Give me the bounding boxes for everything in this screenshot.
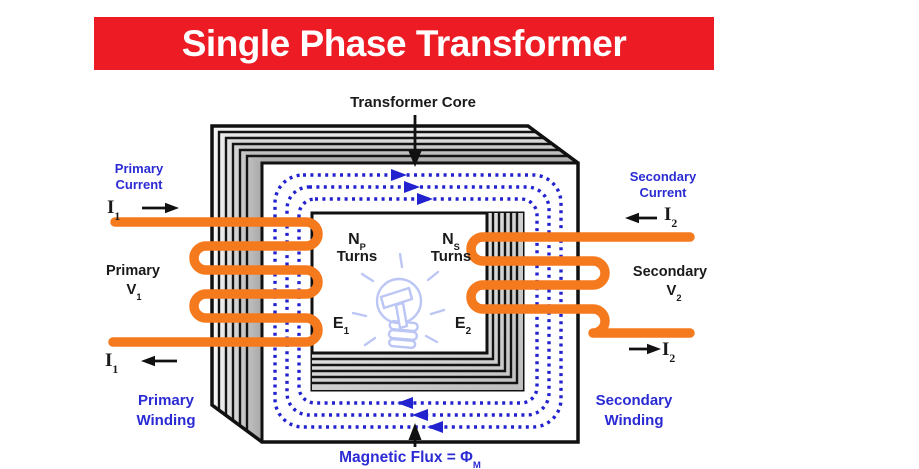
primary-winding-coil (108, 217, 323, 347)
core-outline (210, 124, 580, 444)
secondary-winding-label: Secondary Winding (595, 392, 673, 429)
bulb-gavel-handle (394, 301, 409, 330)
primary-emf-label: E1 (332, 315, 350, 338)
i1-top-symbol: I1 (107, 197, 121, 224)
i1-bottom-symbol: I1 (105, 350, 119, 377)
page-title: Single Phase Transformer (181, 22, 627, 64)
secondary-side-label: Secondary (632, 264, 708, 280)
magnetic-flux-label: Magnetic Flux = ΦM (339, 449, 481, 469)
primary-voltage-label: V1 (126, 281, 142, 303)
i2-out-arrow (629, 343, 661, 355)
title-banner: Single Phase Transformer (94, 17, 714, 70)
secondary-current-label: Secondary Current (629, 169, 697, 200)
primary-turns-label: NP Turns (336, 231, 378, 265)
i1-out-arrow (141, 355, 177, 367)
secondary-emf-label: E2 (454, 315, 472, 338)
core-label: Transformer Core (350, 94, 476, 111)
i1-in-arrow (142, 202, 179, 214)
magnetic-flux-lines (273, 169, 563, 433)
i2-in-arrow (625, 212, 657, 224)
core-left-face (212, 126, 262, 442)
i2-top-symbol: I2 (664, 204, 678, 231)
secondary-voltage-label: V2 (666, 282, 682, 304)
flux-direction-arrows (391, 169, 443, 433)
bulb-rays (351, 252, 446, 347)
bulb-base (387, 319, 419, 349)
core-pointer-arrow (408, 115, 422, 167)
secondary-turns-label: NS Turns (430, 231, 472, 265)
bulb-gavel-head (379, 286, 414, 310)
primary-current-label: Primary Current (114, 161, 164, 192)
light-bulb-icon (351, 252, 446, 349)
i2-bottom-symbol: I2 (662, 339, 676, 366)
primary-winding-label: Primary Winding (136, 392, 196, 429)
primary-side-label: Primary (105, 263, 161, 279)
secondary-winding-coil (466, 232, 695, 338)
flux-pointer-arrow (408, 423, 422, 447)
